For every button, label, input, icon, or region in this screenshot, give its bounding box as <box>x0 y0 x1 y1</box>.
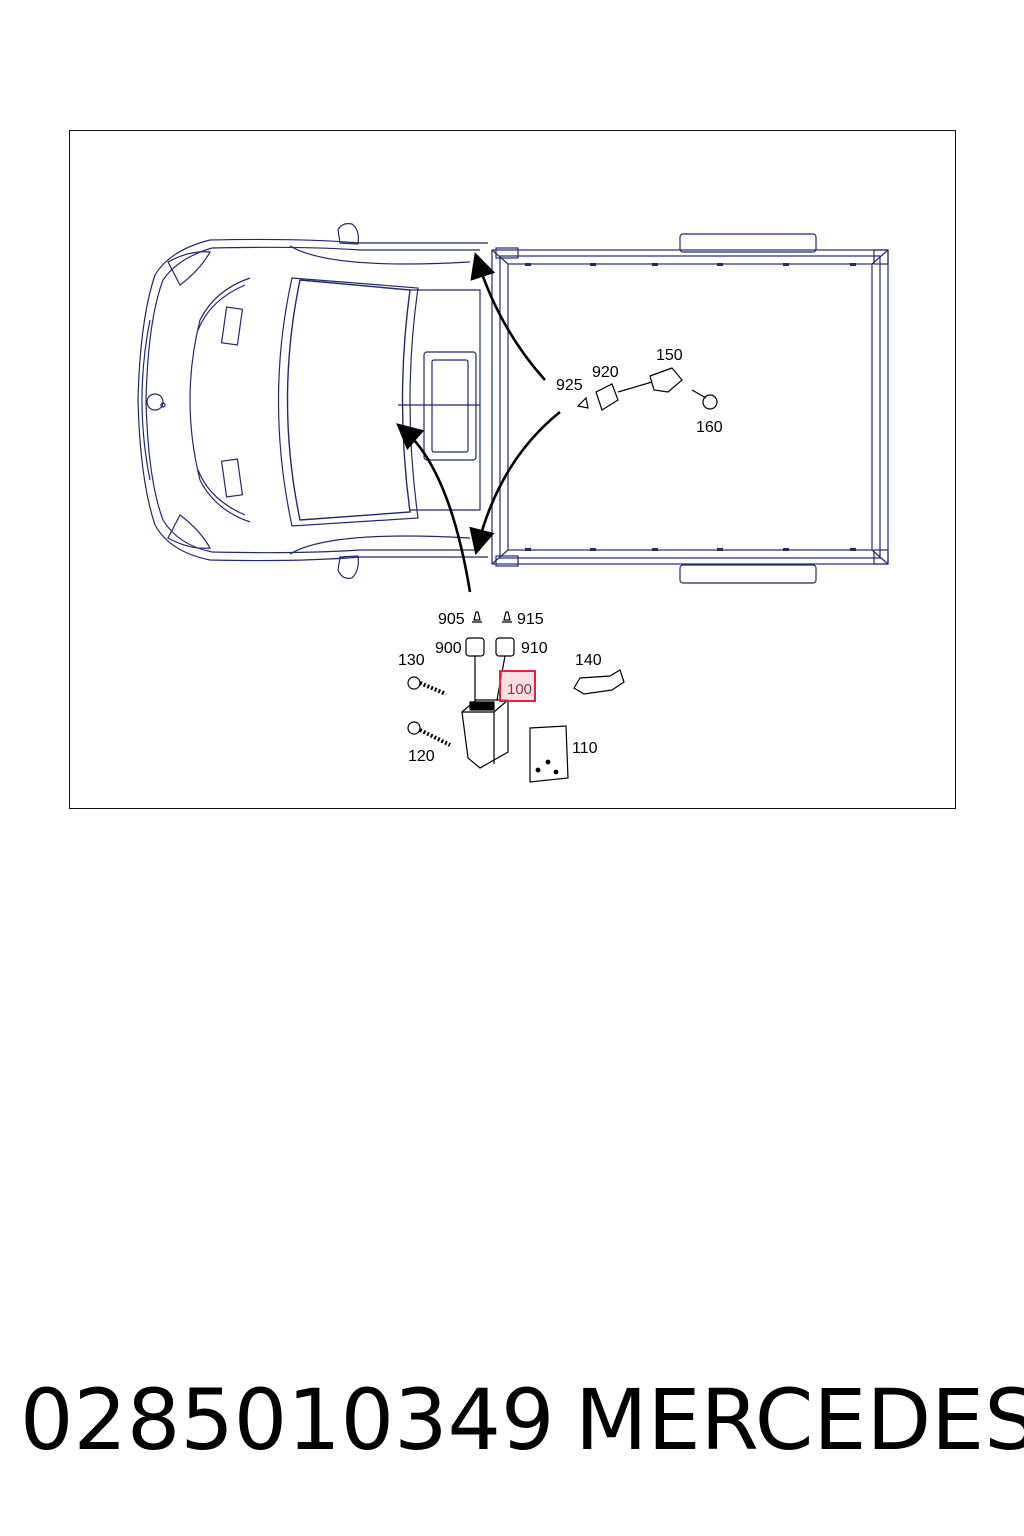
parts-diagram: 905 915 900 910 130 140 100 110 120 925 … <box>137 223 889 783</box>
control-unit-parts <box>407 611 625 783</box>
callout-160: 160 <box>696 419 723 436</box>
flatbed <box>491 233 889 584</box>
callout-905: 905 <box>438 611 465 628</box>
callout-915: 915 <box>517 611 544 628</box>
callout-130: 130 <box>398 652 425 669</box>
highlight-box <box>499 670 536 702</box>
truck-cab <box>137 223 488 579</box>
flatbed-bolts <box>525 263 856 551</box>
callout-100: 100 <box>507 681 532 698</box>
callout-140: 140 <box>575 652 602 669</box>
callout-110: 110 <box>572 740 598 757</box>
callout-910: 910 <box>521 640 548 657</box>
footer-caption: 0285010349 MERCEDES <box>20 1370 1024 1470</box>
callout-150: 150 <box>656 347 683 364</box>
callout-925: 925 <box>556 377 583 394</box>
part-number: 0285010349 <box>20 1371 555 1469</box>
sensor-connector-parts <box>576 367 718 411</box>
callout-900: 900 <box>435 640 462 657</box>
callout-120: 120 <box>408 748 435 765</box>
pointer-arrows <box>396 252 561 593</box>
callout-920: 920 <box>592 364 619 381</box>
brand-name: MERCEDES <box>575 1371 1024 1469</box>
